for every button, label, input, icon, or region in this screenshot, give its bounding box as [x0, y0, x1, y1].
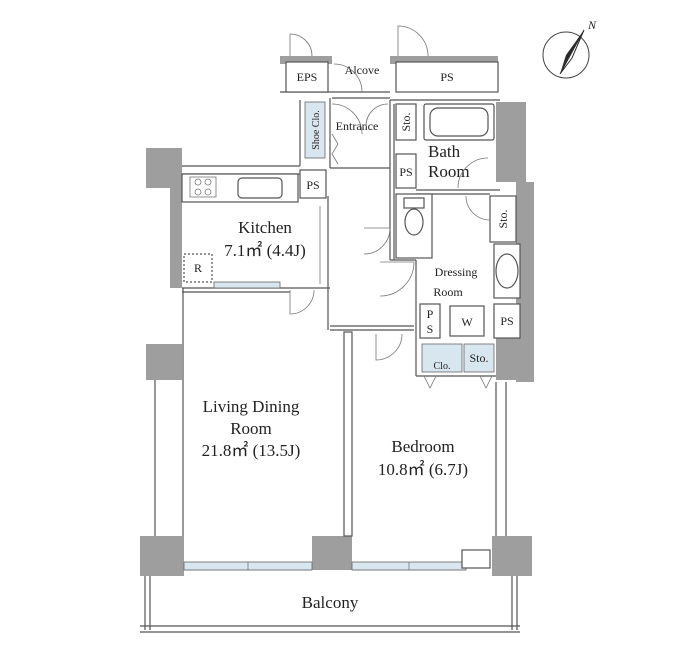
sink-icon	[237, 177, 283, 199]
compass-north-label: N	[587, 18, 597, 32]
living-dining-title-line2: Room	[230, 419, 272, 438]
kitchen-area-label: 7.1㎡ (4.4J)	[224, 241, 306, 260]
shoe-closet-label: Shoe Clo.	[311, 110, 322, 149]
bedroom-title: Bedroom	[391, 437, 454, 456]
washer-label: W	[461, 315, 473, 329]
bedroom: Bedroom 10.8㎡ (6.7J)	[378, 437, 468, 479]
ps-bath-label: PS	[399, 165, 412, 179]
eps-label: EPS	[297, 70, 318, 84]
balcony-area: Balcony	[140, 549, 520, 633]
kitchen-area: PS Kitchen 7.1㎡ (4.4J) R	[181, 169, 327, 315]
storage-bedroom-label: Sto.	[469, 351, 488, 365]
living-dining-title: Living Dining	[203, 397, 300, 416]
bath-room: Sto. PS Bath Room	[395, 103, 495, 189]
dressing-room: Sto. Dressing Room P S W PS	[379, 195, 521, 339]
dressing-room-title-line2: Room	[433, 285, 463, 299]
refrigerator-label: R	[194, 261, 202, 275]
storage-right-label: Sto.	[496, 209, 510, 228]
balcony-label: Balcony	[302, 593, 359, 612]
wall-outlines	[154, 91, 507, 537]
living-dining-room: Living Dining Room 21.8㎡ (13.5J)	[202, 397, 301, 460]
ps-dressing-p-label: P	[427, 307, 434, 321]
stove-icon	[189, 176, 217, 198]
bedroom-closets: Clo. Sto.	[375, 333, 495, 389]
bath-storage-label: Sto.	[399, 112, 413, 131]
bath-room-title: Bath	[428, 142, 461, 161]
ps-top-label: PS	[440, 70, 453, 84]
ps-kitchen-label: PS	[306, 178, 319, 192]
living-dining-area: 21.8㎡ (13.5J)	[202, 441, 301, 460]
ps-right-label: PS	[500, 314, 513, 328]
entrance-area: Shoe Clo. Entrance	[304, 101, 389, 165]
dressing-room-title: Dressing	[435, 265, 478, 279]
closet-label: Clo.	[434, 361, 451, 372]
kitchen-title: Kitchen	[238, 218, 292, 237]
ps-dressing-s-label: S	[427, 322, 434, 336]
top-utility-row: EPS PS Alcove	[285, 25, 499, 93]
bedroom-area: 10.8㎡ (6.7J)	[378, 460, 468, 479]
north-compass-icon: N	[542, 18, 597, 79]
bath-room-title-line2: Room	[428, 162, 470, 181]
entrance-label: Entrance	[336, 119, 379, 133]
toilet-room	[363, 193, 433, 259]
alcove-label: Alcove	[345, 63, 380, 77]
